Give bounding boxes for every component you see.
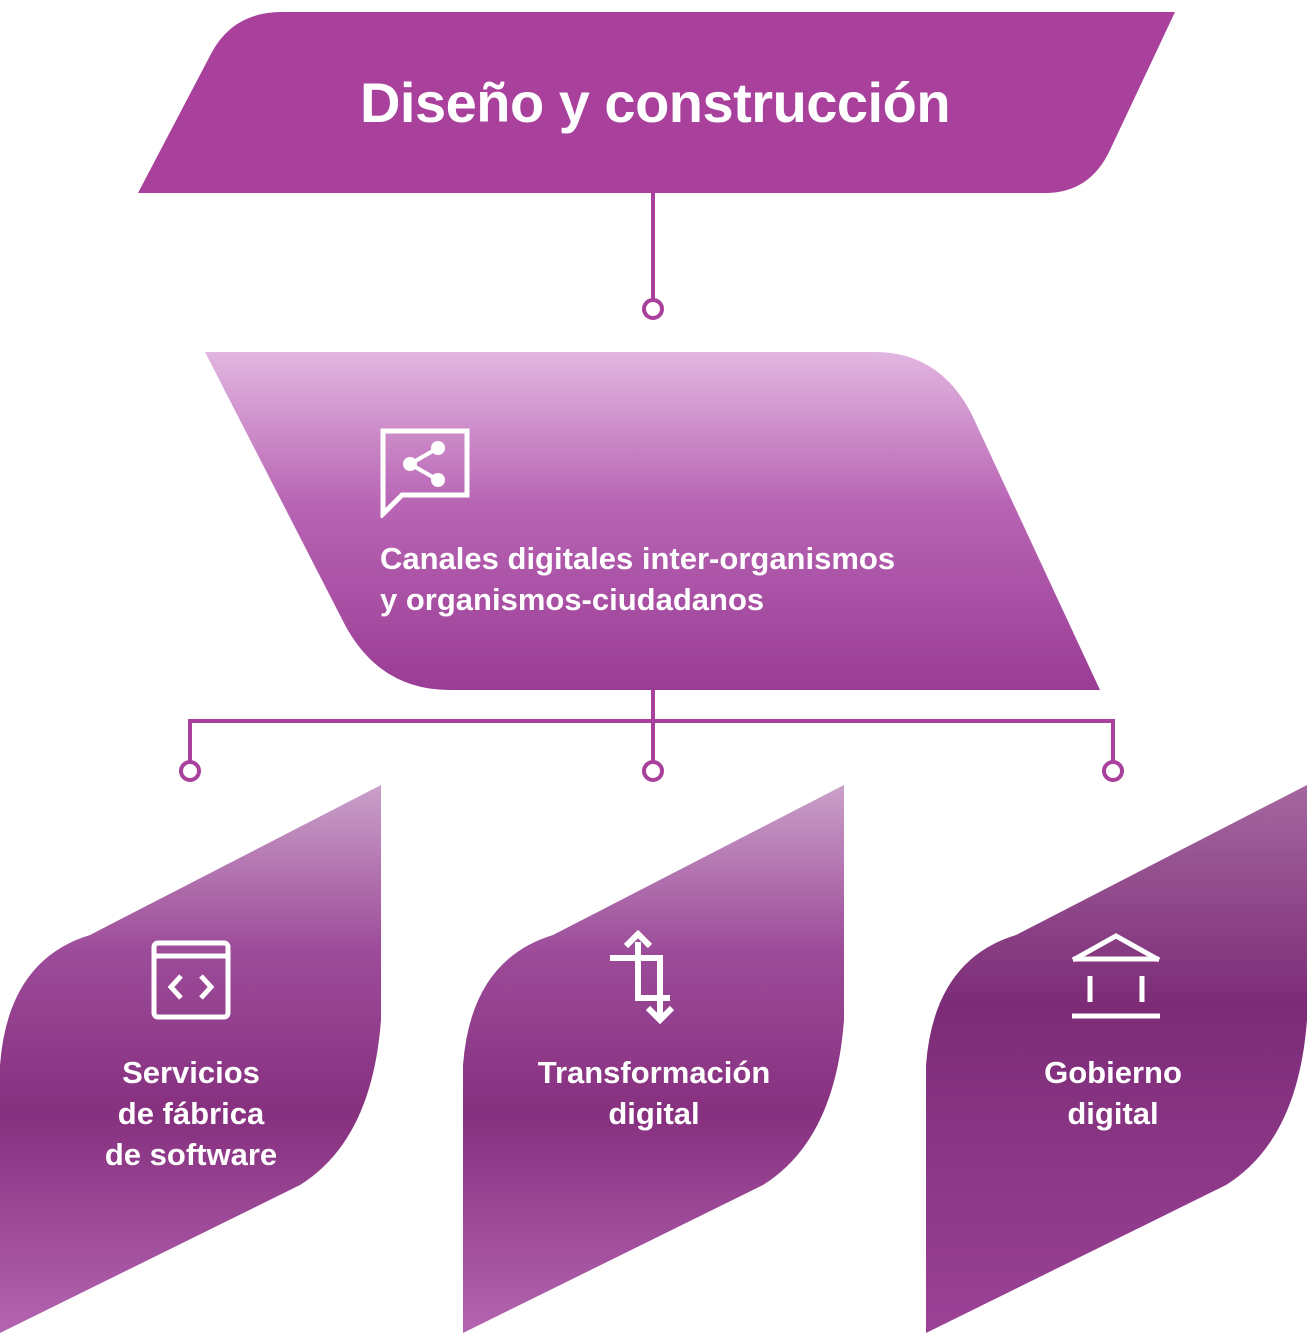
share-chat-icon: [380, 428, 470, 518]
center-label-line: y organismos-ciudadanos: [380, 582, 765, 617]
branch-label: Gobierno digital: [963, 1052, 1263, 1134]
page-title: Diseño y construcción: [359, 71, 951, 134]
branch-label: Transformación digital: [504, 1052, 804, 1134]
connector-node: [642, 298, 664, 320]
center-label-line: Canales digitales inter-organismos: [380, 541, 896, 576]
branch-label-line: digital: [608, 1096, 700, 1131]
branch-label: Servicios de fábrica de software: [41, 1052, 341, 1175]
transform-arrows-icon: [610, 930, 675, 1025]
code-window-icon: [151, 940, 231, 1020]
connector-node: [1102, 760, 1124, 782]
branch-label-line: Servicios: [122, 1055, 260, 1090]
center-card: [205, 352, 1100, 690]
branch-label-line: de software: [104, 1137, 278, 1172]
branch-label-line: de fábrica: [117, 1096, 265, 1131]
branch-label-line: digital: [1067, 1096, 1159, 1131]
connector-line: [188, 719, 1115, 762]
branch-card-3: [926, 785, 1307, 1333]
connector-node: [179, 760, 201, 782]
branch-card-1: [0, 785, 381, 1333]
connector-node: [642, 760, 664, 782]
branch-label-line: Transformación: [537, 1055, 771, 1090]
center-label: Canales digitales inter-organismos y org…: [380, 538, 895, 620]
branch-card-2: [463, 785, 844, 1333]
title-banner: [138, 12, 1175, 193]
government-building-icon: [1071, 933, 1161, 1019]
branch-label-line: Gobierno: [1044, 1055, 1182, 1090]
